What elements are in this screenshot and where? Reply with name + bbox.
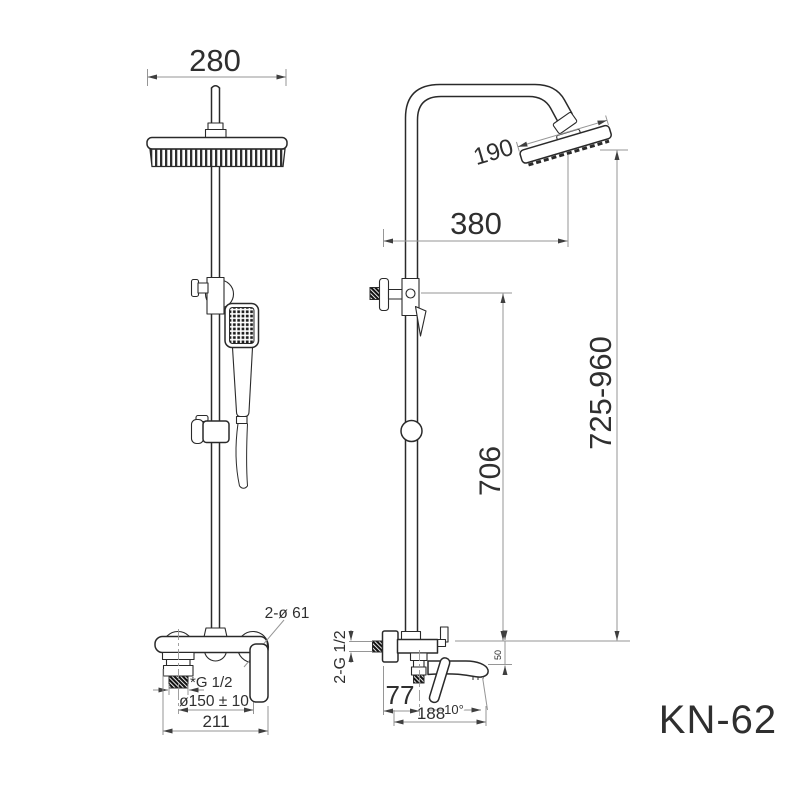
handset-holder-hook <box>414 305 427 337</box>
front-dimensions: 280 2-ø 61 *G 1/2 ø150 ± 10 211 <box>147 43 310 735</box>
gooseneck-pipe <box>404 83 573 633</box>
front-view: 280 2-ø 61 *G 1/2 ø150 ± 10 211 <box>146 43 310 735</box>
diverter-stem <box>387 288 404 300</box>
diverter-knob-disc <box>378 277 390 312</box>
shower-head-spray-face <box>149 148 286 168</box>
dim-label-wall-offset: 77 <box>386 680 415 710</box>
mixer-side <box>372 626 489 704</box>
overhead-shower-front <box>146 136 288 168</box>
side-view: 190 <box>332 83 630 726</box>
dim-label-riser-height: 706 <box>474 446 507 496</box>
hand-shower-handle <box>231 346 254 418</box>
hand-shower-face <box>229 307 255 344</box>
mixer-body-side <box>396 638 439 654</box>
front-riser-pipe <box>210 85 221 629</box>
hose-edge <box>246 423 248 487</box>
wall-thread-nipple <box>372 640 383 653</box>
outlet-thread-stub <box>413 674 425 684</box>
model-label: KN-62 <box>659 698 777 742</box>
dim-label-head-length: 190 <box>470 134 516 171</box>
dim-label-wall-thread: 2-G 1/2 <box>332 630 349 683</box>
slider-bracket <box>190 414 230 445</box>
dim-line-190 <box>517 119 608 148</box>
outlet-step <box>409 652 428 662</box>
ball-joint <box>400 419 423 443</box>
hose-edge <box>235 423 240 487</box>
wall-flange <box>381 630 399 663</box>
mixer-body-bar <box>154 635 269 654</box>
diverter-housing <box>206 276 225 315</box>
dim-label-inlet-spacing: ø150 ± 10 <box>179 693 249 710</box>
pipe-cap <box>210 85 221 89</box>
side-dimensions: 380 706 725-960 2-G 1/2 50 77 10 <box>332 149 630 726</box>
dim-label-spout-reach: 188 <box>417 704 445 723</box>
dim-label-outlet-thread: *G 1/2 <box>190 674 233 691</box>
head-nut <box>207 122 224 131</box>
bracket-clamp <box>202 420 230 444</box>
dim-label-flange-diameter: 2-ø 61 <box>265 605 310 622</box>
lever-body <box>428 657 451 704</box>
diverter-side <box>369 277 427 337</box>
hand-shower <box>224 302 260 489</box>
pipe-outer-edge <box>404 83 573 633</box>
bracket-knob <box>190 418 205 445</box>
pipe-inner-edge <box>416 95 559 633</box>
head-collar <box>204 128 227 139</box>
dim-label-spout-angle: 10° <box>444 702 464 717</box>
riser-base-flare <box>203 627 228 638</box>
diverter-front <box>190 276 235 315</box>
dim-label-body-width: 211 <box>202 712 229 731</box>
overhead-shower-side: 190 <box>470 115 612 171</box>
outlet-nut <box>410 666 427 676</box>
shower-head-cap <box>146 136 288 150</box>
dim-label-head-width: 280 <box>189 43 241 78</box>
angle-leg <box>482 676 488 711</box>
hose-connector <box>235 415 248 425</box>
outlet-step <box>412 659 425 668</box>
mixer-lever <box>428 657 451 704</box>
diverter-knob-hatch <box>369 287 381 300</box>
dim-label-arm-reach: 380 <box>450 206 502 241</box>
nozzle-row <box>528 139 610 167</box>
hose-end <box>239 485 248 489</box>
mixer-handle <box>249 643 269 703</box>
diverter-pivot <box>405 288 416 299</box>
diverter-stem <box>197 282 209 294</box>
dim-label-total-height: 725-960 <box>583 336 618 450</box>
dim-label-spout-drop: 50 <box>493 650 503 660</box>
